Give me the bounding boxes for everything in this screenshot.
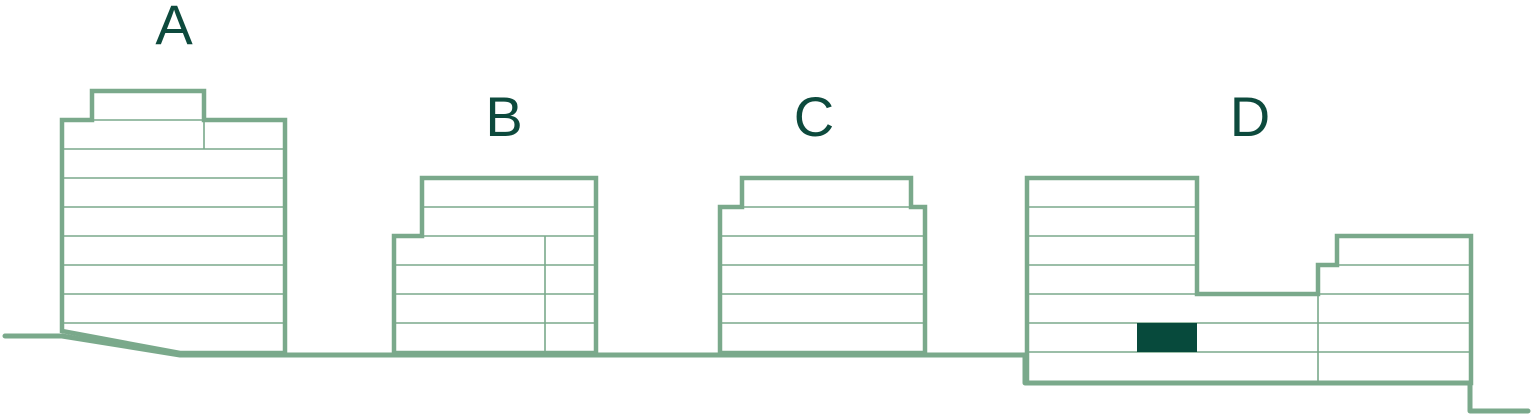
building-d: D [1024,85,1474,386]
building-a-floor-lines [62,119,285,324]
building-c: C [717,85,928,356]
building-c-outline [717,175,928,356]
building-a: A [59,0,288,356]
ground-line [2,333,1531,414]
building-b-outline [391,175,599,356]
building-a-label: A [155,0,193,56]
building-a-outline [59,88,288,356]
building-d-highlighted-unit [1137,323,1197,352]
building-c-floor-lines [720,206,925,324]
building-b-floor-lines [394,206,596,353]
building-b-label: B [485,85,522,148]
building-c-label: C [794,85,834,148]
building-b: B [391,85,599,356]
building-d-floor-lines [1027,206,1471,383]
building-d-label: D [1230,85,1270,148]
building-d-outline [1024,175,1474,386]
